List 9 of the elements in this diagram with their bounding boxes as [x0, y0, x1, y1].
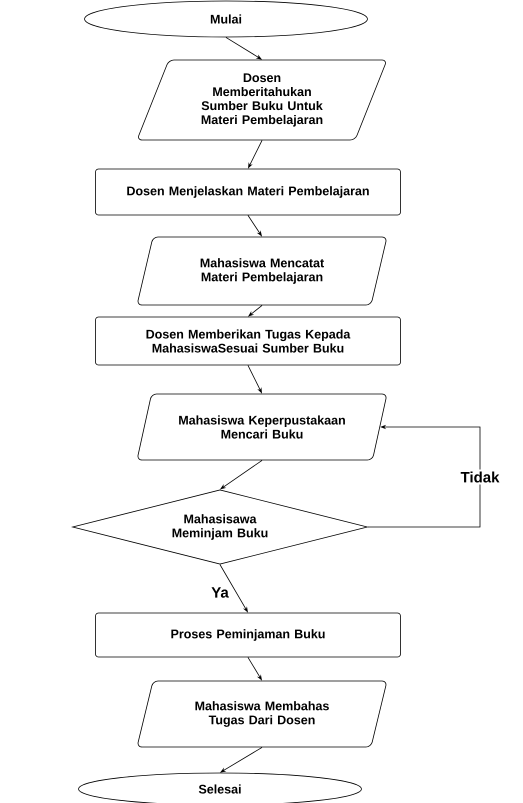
process-box: Proses Peminjaman Buku [95, 612, 401, 658]
data-parallelogram: Mahasiswa Mencatat Materi Pembelajaran [138, 236, 386, 306]
edge-label: Ya [209, 585, 231, 600]
data-parallelogram: Dosen Memberitahukan Sumber Buku Untuk Materi Pembelajaran [138, 60, 386, 140]
process-box: Dosen Menjelaskan Materi Pembelajaran [95, 168, 401, 216]
edge-label: Tidak [458, 470, 502, 485]
data-parallelogram: Mahasiswa Keperpustakaan Mencari Buku [138, 394, 386, 460]
data-parallelogram: Mahasiswa Membahas Tugas Dari Dosen [138, 680, 386, 748]
process-box: Dosen Memberikan Tugas Kepada MahasiswaSesuai Sumber Buku [95, 316, 401, 366]
